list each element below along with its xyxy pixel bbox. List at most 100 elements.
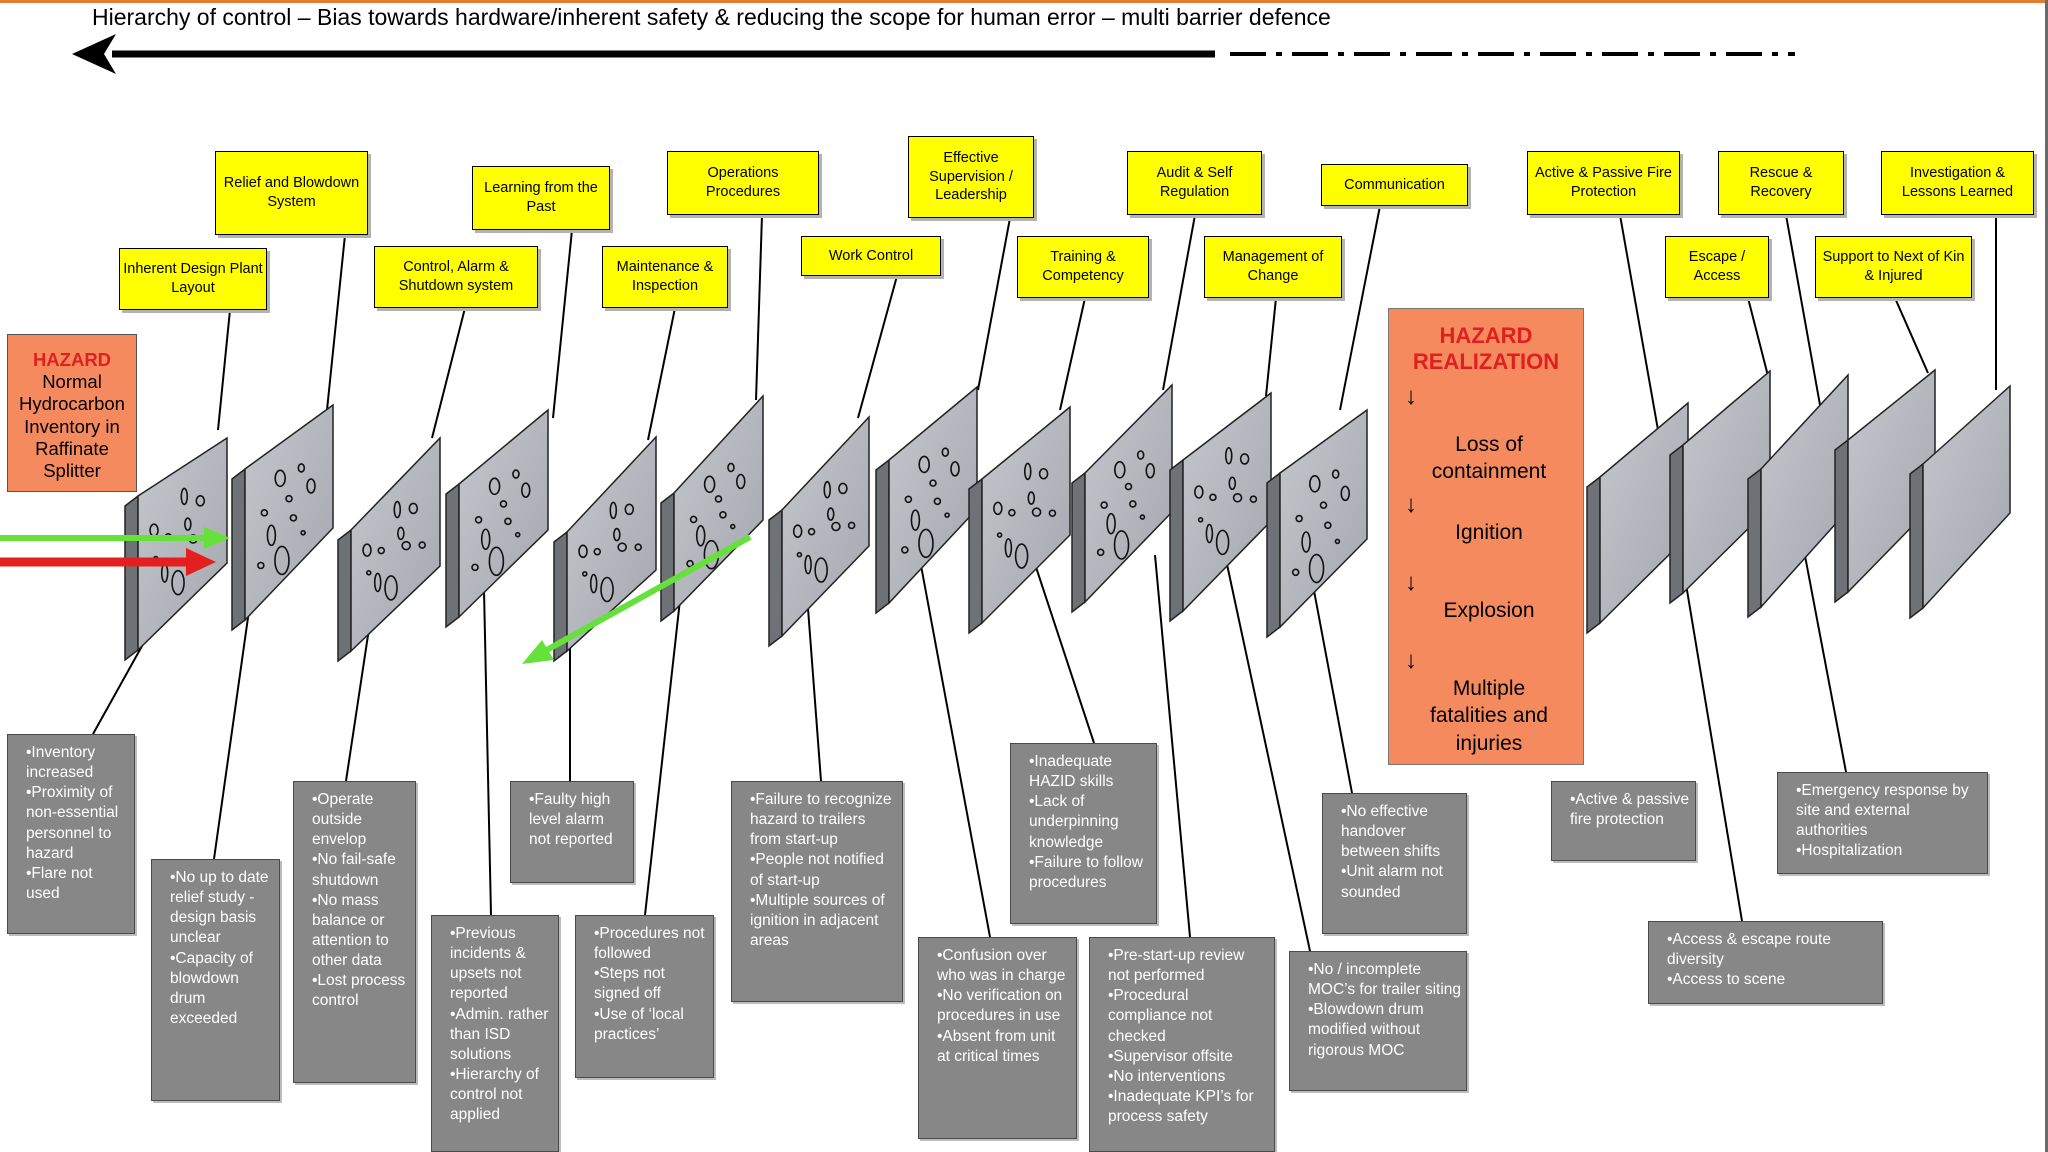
- connector-line: [1681, 559, 1743, 922]
- barrier-label: Relief and Blowdown System: [215, 151, 368, 235]
- connector-line: [552, 229, 573, 419]
- failure-item: •Proximity of non-essential personnel to…: [26, 784, 119, 862]
- failure-box: •Faulty high level alarm not reported: [510, 781, 634, 883]
- failure-item: •No effective handover between shifts: [1341, 803, 1441, 861]
- connector-line: [755, 214, 763, 401]
- barrier-label: Operations Procedures: [667, 151, 819, 215]
- failure-item: •No fail-safe shutdown: [312, 851, 396, 889]
- barrier-plate: [1834, 368, 1936, 604]
- barrier-label: Audit & Self Regulation: [1127, 151, 1262, 215]
- defence-path-arrowhead: [204, 527, 230, 549]
- connector-line: [1801, 539, 1847, 773]
- connector-line: [1154, 554, 1191, 938]
- failure-item: •Unit alarm not sounded: [1341, 863, 1443, 901]
- realization-stage: Explosion: [1443, 599, 1535, 622]
- barrier-plate: [445, 408, 549, 629]
- connector-line: [1031, 554, 1095, 744]
- failure-box: •Previous incidents & upsets not reporte…: [431, 915, 559, 1152]
- connector-line: [1339, 205, 1381, 411]
- failure-item: •Faulty high level alarm not reported: [529, 791, 613, 849]
- barrier-plate: [1747, 373, 1849, 619]
- connector-line: [1265, 297, 1277, 397]
- connector-line: [345, 621, 371, 782]
- failure-box: •No / incomplete MOC’s for trailer sitin…: [1289, 951, 1467, 1091]
- failure-box: •Pre-start-up review not performed•Proce…: [1089, 937, 1275, 1152]
- failure-item: •Hierarchy of control not applied: [450, 1065, 539, 1124]
- barrier-label: Learning from the Past: [472, 166, 610, 230]
- barrier-plate: [1909, 384, 2011, 620]
- failure-item: •Procedural compliance not checked: [1108, 987, 1213, 1045]
- barrier-plate: [875, 385, 978, 615]
- diagonal-path-arrowhead: [522, 640, 554, 664]
- top-accent-bar: [0, 0, 2048, 3]
- failure-box: •Inadequate HAZID skills•Lack of underpi…: [1010, 743, 1157, 924]
- barrier-plate: [1266, 408, 1368, 639]
- hazard-box: HAZARD Normal Hydrocarbon Inventory in R…: [7, 334, 137, 492]
- barrier-label: Control, Alarm & Shutdown system: [374, 246, 538, 308]
- failure-item: •Lack of underpinning knowledge: [1029, 793, 1119, 851]
- connector-line: [217, 309, 231, 431]
- failure-box: •Inventory increased•Proximity of non-es…: [7, 734, 135, 934]
- failure-item: •Admin. rather than ISD solutions: [450, 1005, 549, 1063]
- barrier-label: Support to Next of Kin & Injured: [1815, 236, 1972, 298]
- barrier-label: Effective Supervision / Leadership: [908, 136, 1034, 218]
- failure-box: •Confusion over who was in charge•No ver…: [918, 937, 1077, 1139]
- barrier-label: Maintenance & Inspection: [602, 246, 728, 308]
- failure-item: •Access & escape route diversity: [1667, 931, 1831, 969]
- connector-line: [977, 217, 1011, 391]
- barrier-plate: [1669, 369, 1771, 605]
- realization-stage: Loss of containment: [1431, 433, 1547, 484]
- failure-item: •Inadequate HAZID skills: [1029, 753, 1114, 791]
- connector-line: [1747, 297, 1769, 377]
- barrier-label: Investigation & Lessons Learned: [1881, 151, 2034, 215]
- barrier-label: Escape / Access: [1665, 236, 1769, 298]
- failure-box: •Operate outside envelop•No fail-safe sh…: [293, 781, 416, 1083]
- failure-item: •Inventory increased: [26, 744, 96, 782]
- failure-item: •Steps not signed off: [594, 965, 665, 1003]
- connector-line: [1619, 214, 1659, 431]
- failure-item: •Emergency response by site and external…: [1796, 782, 1969, 840]
- failure-item: •Supervisor offsite: [1108, 1047, 1233, 1065]
- failure-item: •Confusion over who was in charge: [937, 947, 1066, 985]
- connector-line: [644, 581, 683, 916]
- connector-line: [326, 234, 346, 411]
- barrier-label: Inherent Design Plant Layout: [119, 248, 267, 310]
- barrier-plate: [553, 435, 657, 663]
- failure-item: •Inadequate KPI’s for process safety: [1108, 1087, 1254, 1126]
- barrier-label: Training & Competency: [1017, 236, 1149, 298]
- connector-line: [483, 589, 492, 916]
- diagram-title: Hierarchy of control – Bias towards hard…: [92, 4, 1331, 30]
- failure-box: •Procedures not followed•Steps not signe…: [575, 915, 714, 1078]
- connector-line: [1785, 214, 1821, 406]
- failure-item: •Previous incidents & upsets not reporte…: [450, 925, 526, 1003]
- realization-stage: Multiple fatalities and injuries: [1430, 677, 1548, 755]
- barrier-label: Rescue & Recovery: [1718, 151, 1844, 215]
- failure-item: •Failure to recognize hazard to trailers…: [750, 791, 892, 849]
- diagonal-path-line: [543, 534, 752, 654]
- connector-line: [647, 307, 676, 441]
- failure-item: •No verification on procedures in use: [937, 987, 1063, 1025]
- accident-path-arrowhead: [186, 548, 216, 576]
- connector-line: [919, 559, 991, 938]
- failure-item: •Use of ‘local practices’: [594, 1005, 684, 1043]
- hazard-paths: [0, 527, 752, 664]
- right-edge-bar: [2045, 0, 2048, 1152]
- barrier-plate: [337, 436, 441, 663]
- barrier-plate: [968, 405, 1071, 635]
- failure-box: •No effective handover between shifts•Un…: [1322, 793, 1467, 934]
- failure-item: •Blowdown drum modified without rigorous…: [1308, 1001, 1424, 1059]
- failure-item: •Operate outside envelop: [312, 791, 374, 849]
- barrier-plate: [768, 415, 870, 648]
- connector-line: [1311, 579, 1353, 794]
- failure-item: •Multiple sources of ignition in adjacen…: [750, 891, 885, 949]
- failure-box: •Access & escape route diversity•Access …: [1648, 921, 1883, 1004]
- down-arrow-icon: ↓: [1405, 647, 1417, 674]
- connector-line: [857, 275, 898, 419]
- failure-box: •Emergency response by site and external…: [1777, 772, 1988, 874]
- failure-item: •Lost process control: [312, 972, 406, 1010]
- down-arrow-icon: ↓: [1405, 491, 1417, 518]
- barrier-plate: [124, 436, 228, 662]
- hierarchy-arrow: [72, 34, 1795, 74]
